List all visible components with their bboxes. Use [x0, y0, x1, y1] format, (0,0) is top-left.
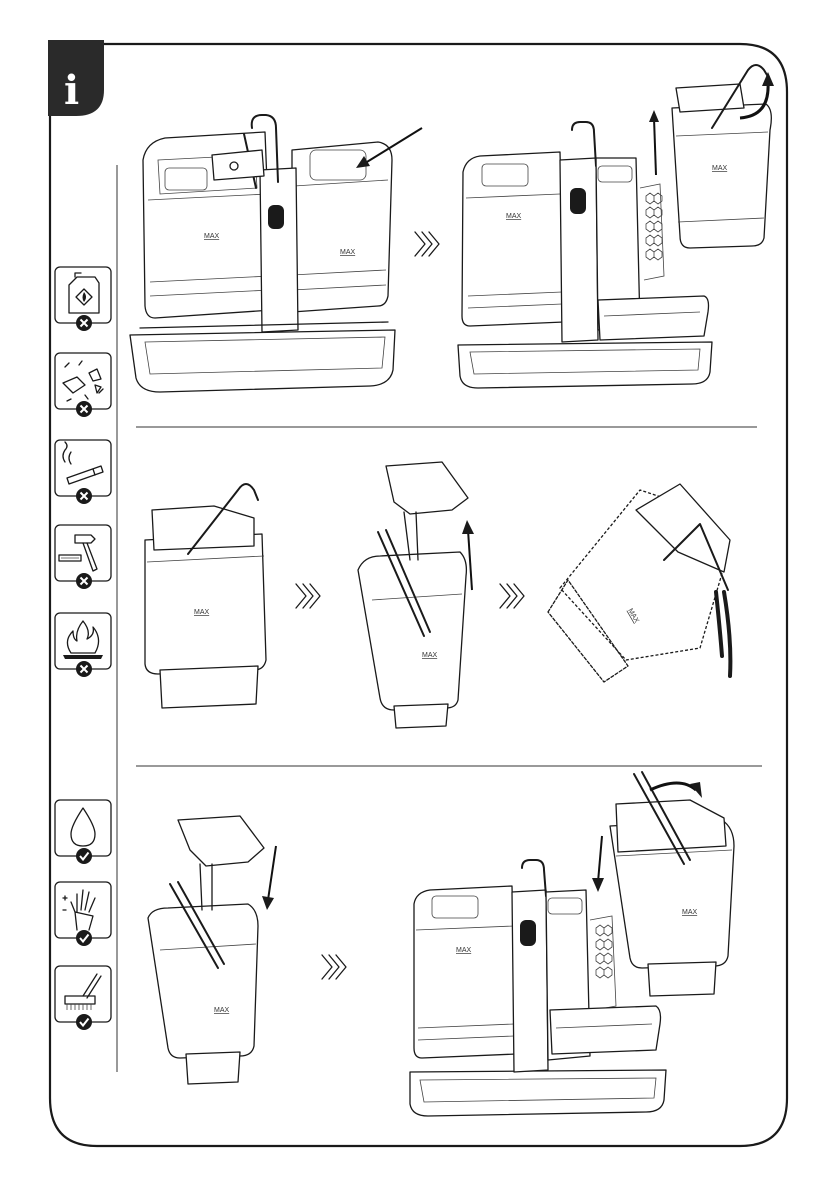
tank-pouring-illustration: MAX	[548, 484, 730, 682]
max-level-label: MAX	[422, 652, 438, 659]
max-level-label: MAX	[194, 609, 210, 616]
hand-washing-icon	[55, 882, 111, 946]
cleaning-brush-icon	[55, 966, 111, 1030]
max-level-label: MAX	[506, 213, 522, 220]
tank-closed-illustration: MAX	[145, 484, 266, 708]
cigarette-smoke-icon	[55, 440, 111, 504]
step-chevrons	[415, 232, 439, 256]
max-level-label: MAX	[682, 909, 698, 916]
max-level-label: MAX	[712, 165, 728, 172]
max-level-label: MAX	[340, 249, 356, 256]
allowed-icon-column	[55, 800, 111, 1030]
step-chevrons	[500, 584, 524, 608]
broken-glass-icon	[55, 353, 111, 417]
step-chevrons	[296, 584, 320, 608]
machine-illustration-full: MAX MAX	[130, 115, 422, 392]
machine-illustration-tank-removed: MAX MAX	[458, 65, 774, 388]
fire-icon	[55, 613, 111, 677]
warning-icon-column	[55, 267, 111, 677]
machine-reassembly-illustration: MAX MAX	[410, 772, 734, 1116]
flammable-fuel-can-icon	[55, 267, 111, 331]
max-level-label: MAX	[204, 233, 220, 240]
hammer-nail-icon	[55, 525, 111, 589]
tank-lid-removed-illustration: MAX	[358, 462, 474, 728]
max-level-label: MAX	[214, 1007, 230, 1014]
step-chevrons	[322, 955, 346, 979]
tank-refill-illustration: MAX	[148, 816, 276, 1084]
max-level-label: MAX	[456, 947, 472, 954]
water-drop-icon	[55, 800, 111, 864]
info-badge: i	[48, 40, 104, 116]
info-icon: i	[64, 67, 79, 114]
